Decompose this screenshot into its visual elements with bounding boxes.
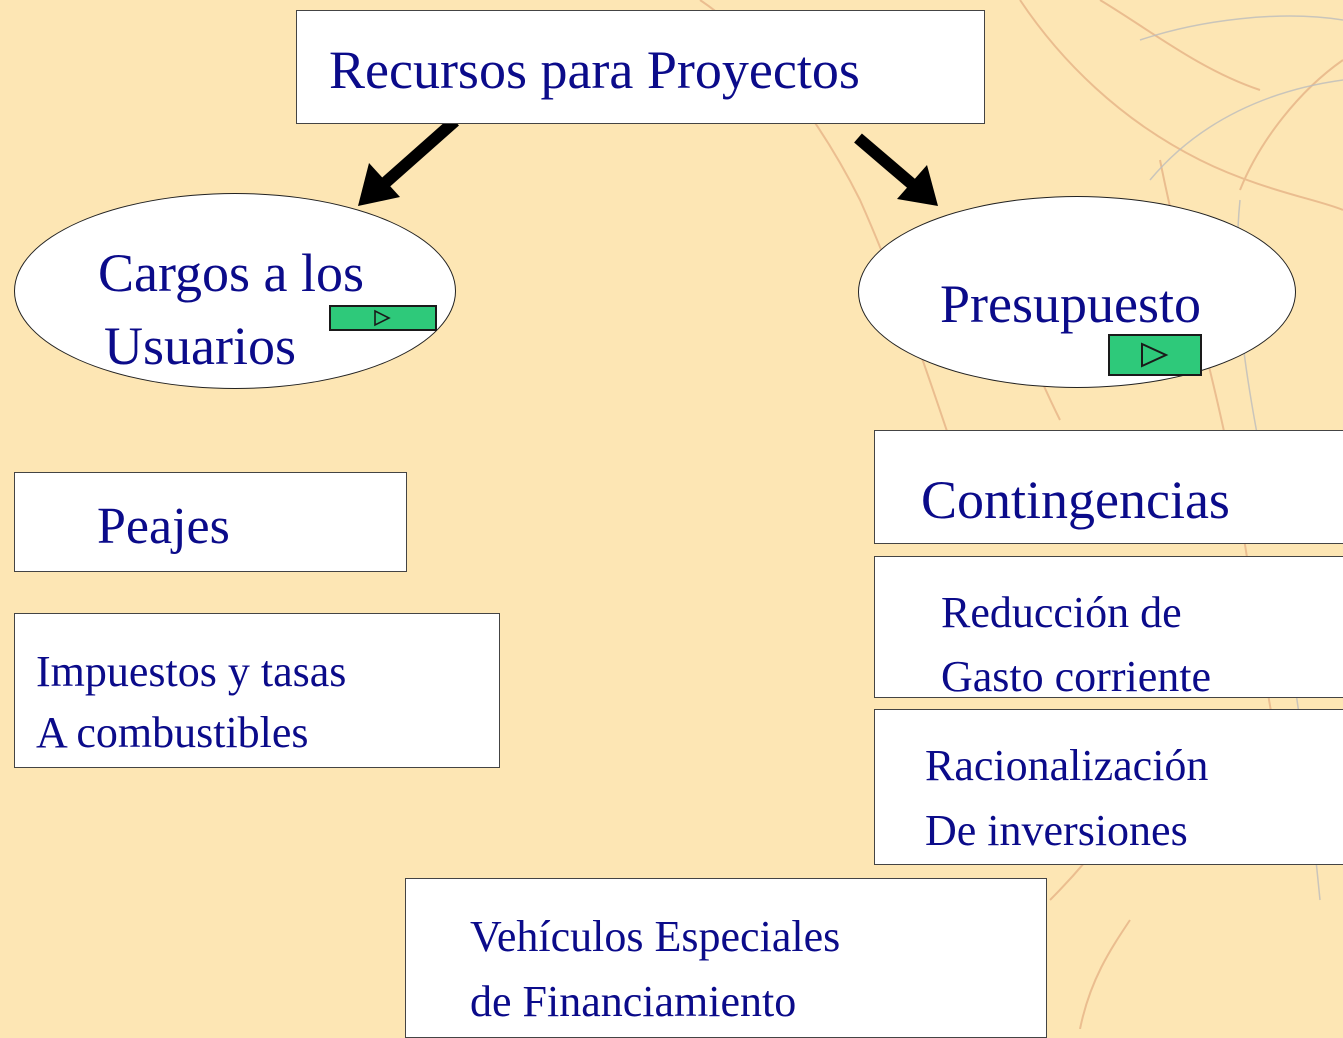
- peajes-text: Peajes: [97, 498, 230, 555]
- play-triangle-icon: [374, 309, 391, 327]
- contingencias-text: Contingencias: [921, 470, 1230, 530]
- play-triangle-icon: [1141, 342, 1169, 368]
- reduccion-line2: Gasto corriente: [941, 652, 1211, 701]
- title-box: Recursos para Proyectos: [296, 10, 985, 124]
- cargos-label-line1: Cargos a los: [98, 243, 364, 303]
- play-button-cargos[interactable]: [329, 305, 437, 331]
- box-impuestos: Impuestos y tasas A combustibles: [14, 613, 500, 768]
- ellipse-presupuesto: Presupuesto: [858, 196, 1296, 388]
- cargos-label-line2: Usuarios: [104, 316, 296, 376]
- box-reduccion-gasto: Reducción de Gasto corriente: [874, 556, 1343, 701]
- impuestos-line2: A combustibles: [36, 708, 309, 757]
- play-button-presupuesto[interactable]: [1108, 334, 1202, 376]
- box-contingencias: Contingencias: [874, 430, 1343, 544]
- racionalizacion-line2: De inversiones: [925, 806, 1188, 855]
- racionalizacion-line1: Racionalización: [925, 741, 1209, 790]
- vehiculos-line1: Vehículos Especiales: [470, 912, 841, 961]
- box-racionalizacion: Racionalización De inversiones: [874, 709, 1343, 865]
- box-vehiculos-especiales: Vehículos Especiales de Financiamiento: [405, 878, 1047, 1038]
- box-peajes: Peajes: [14, 472, 407, 572]
- diagram-title: Recursos para Proyectos: [329, 40, 860, 100]
- impuestos-line1: Impuestos y tasas: [36, 647, 347, 696]
- vehiculos-line2: de Financiamiento: [470, 977, 797, 1026]
- ellipse-cargos-usuarios: Cargos a los Usuarios: [14, 193, 456, 389]
- presupuesto-label: Presupuesto: [940, 274, 1201, 334]
- reduccion-line1: Reducción de: [941, 588, 1182, 637]
